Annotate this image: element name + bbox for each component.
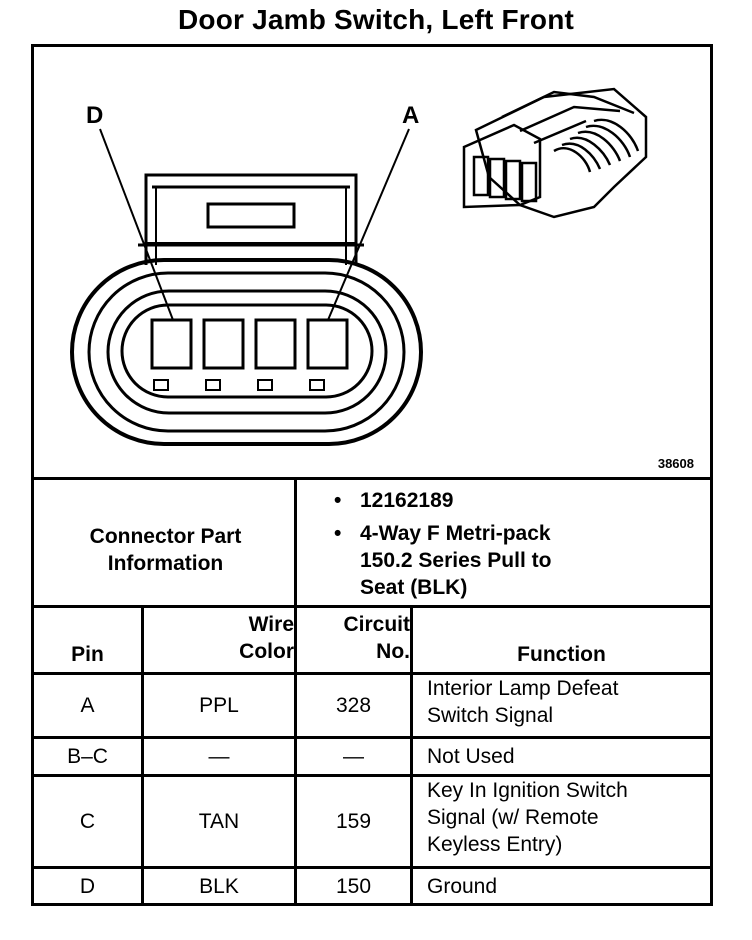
connector-part-number: 12162189 — [360, 489, 454, 512]
table-cell-pin: D — [79, 874, 96, 898]
header-pin-label: Pin — [71, 643, 104, 666]
divider-info-col — [294, 477, 297, 608]
divider-pin-col — [141, 605, 144, 903]
table-cell-function: Interior Lamp Defeat Switch Signal — [413, 675, 710, 736]
connector-desc-line3: Seat (BLK) — [360, 576, 468, 599]
header-circuit-no: Circuit No. — [297, 608, 410, 672]
table-cell-function: Not Used — [427, 745, 515, 768]
function-line1: Interior Lamp Defeat — [427, 677, 619, 700]
divider-connector-info — [34, 605, 710, 608]
page-title: Door Jamb Switch, Left Front — [177, 4, 575, 35]
pin-callout-d: D — [86, 102, 103, 129]
bullet-icon: • — [334, 489, 342, 512]
divider-header — [34, 672, 710, 675]
divider-row-c — [34, 866, 710, 869]
header-circuit-line2: No. — [376, 640, 410, 663]
connector-info-label: Connector Part Information — [34, 487, 297, 612]
figure-number: 38608 — [657, 456, 694, 471]
table-cell-wire: — — [208, 745, 230, 768]
table-cell-circuit: 159 — [335, 810, 372, 833]
table-cell-circuit: 328 — [335, 694, 372, 717]
connector-info-label-line2: Information — [107, 551, 224, 575]
connector-frame: D A 38608 Connector Part — [31, 44, 713, 906]
table-cell-circuit: — — [343, 745, 364, 768]
table-cell-function: Ground — [427, 874, 498, 898]
header-circuit-line1: Circuit — [343, 613, 410, 636]
pin-callout-a: A — [402, 102, 419, 129]
header-function-label: Function — [517, 643, 606, 666]
connector-desc-line2: 150.2 Series Pull to — [360, 549, 552, 572]
connector-info-item: • 4-Way F Metri-pack 150.2 Series Pull t… — [334, 520, 704, 601]
function-line1: Key In Ignition Switch — [427, 779, 628, 802]
header-wire-line2: Color — [239, 640, 294, 663]
divider-wire-col — [294, 605, 297, 903]
divider-row-bc — [34, 774, 710, 777]
table-cell-pin: A — [80, 694, 95, 717]
connector-info-item: • 12162189 — [334, 487, 704, 514]
divider-circuit-col — [410, 605, 413, 903]
header-wire-color: Wire Color — [144, 608, 294, 672]
connector-3d-drawing — [462, 87, 648, 219]
function-line3: Keyless Entry) — [427, 833, 563, 856]
connector-diagram: D A — [70, 87, 648, 446]
table-cell-function: Key In Ignition Switch Signal (w/ Remote… — [413, 777, 710, 866]
connector-face-drawing — [70, 128, 423, 446]
header-function: Function — [413, 608, 710, 672]
connector-info-label-line1: Connector Part — [89, 524, 242, 548]
table-cell-circuit: 150 — [335, 874, 372, 898]
connector-info-list: • 12162189 • 4-Way F Metri-pack 150.2 Se… — [334, 487, 704, 607]
divider-diagram — [34, 477, 710, 480]
function-line2: Signal (w/ Remote — [427, 806, 599, 829]
function-line2: Switch Signal — [427, 704, 554, 727]
header-wire-line1: Wire — [248, 613, 294, 636]
divider-row-a — [34, 736, 710, 739]
bullet-icon: • — [334, 522, 342, 545]
table-cell-pin: B–C — [67, 745, 108, 768]
header-pin: Pin — [34, 608, 141, 672]
table-cell-wire: TAN — [198, 810, 240, 833]
table-cell-wire: PPL — [199, 694, 239, 717]
connector-desc-line1: 4-Way F Metri-pack — [360, 522, 551, 545]
table-cell-pin: C — [79, 810, 96, 833]
table-cell-wire: BLK — [199, 874, 239, 898]
